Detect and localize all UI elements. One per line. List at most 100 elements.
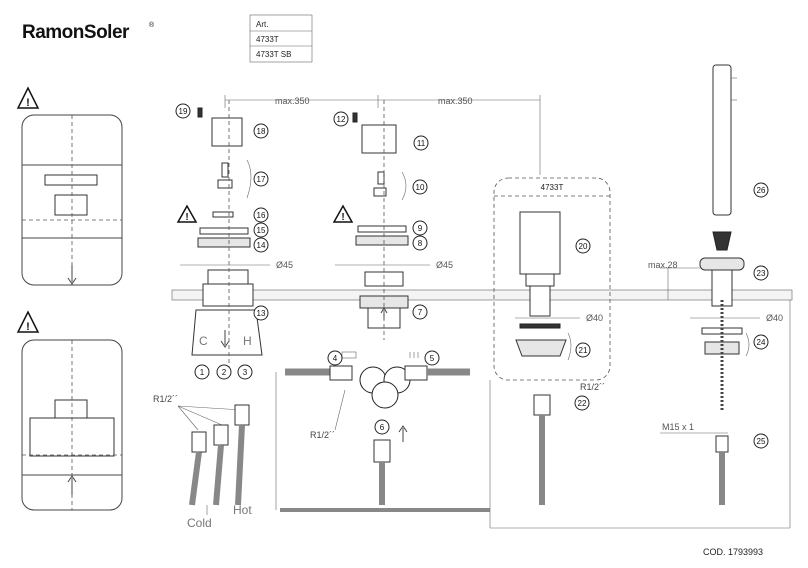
warning-icon-glyph: ! — [26, 321, 30, 333]
hot-label: Hot — [233, 503, 252, 517]
callout-circle — [253, 222, 269, 238]
part-callout-16: 16 — [253, 207, 269, 223]
callout-circle — [237, 364, 253, 380]
part-callout-11: 11 — [413, 135, 429, 151]
callout-number: 4 — [333, 354, 338, 363]
callout-number: 15 — [257, 226, 266, 235]
callout-circle — [753, 334, 769, 350]
thread-r12-right: R1/2´´ — [580, 382, 605, 392]
part-callout-25: 25 — [753, 433, 769, 449]
callout-circle — [253, 237, 269, 253]
callout-circle — [412, 179, 428, 195]
callout-number: 10 — [416, 183, 425, 192]
mixer-valve-assembly: Ø45 C H ! — [176, 100, 293, 370]
registered-mark: ® — [149, 21, 155, 29]
instruction-panel-top: ! — [16, 86, 123, 286]
callout-circle — [253, 207, 269, 223]
article-row-4733t-sb: 4733T SB — [256, 50, 291, 59]
cold-letter: C — [199, 334, 208, 348]
dim-dia45-left: Ø45 — [276, 260, 293, 270]
dimension-max350: max.350 max.350 — [224, 95, 541, 175]
spout-group: 4733T Ø40 — [493, 177, 611, 381]
callout-number: 9 — [418, 224, 423, 233]
callout-circle — [253, 171, 269, 187]
group-label: 4733T — [541, 183, 564, 192]
part-callout-24: 24 — [753, 334, 769, 350]
callout-circle — [327, 350, 343, 366]
down-arrow-icon — [220, 330, 230, 348]
callout-number: 20 — [579, 242, 588, 251]
part-callout-7: 7 — [412, 304, 428, 320]
callout-number: 6 — [380, 423, 385, 432]
part-callout-18: 18 — [253, 123, 269, 139]
part-callout-19: 19 — [175, 103, 191, 119]
dim-dia40-center: Ø40 — [586, 313, 603, 323]
callout-number: 14 — [257, 241, 266, 250]
callout-circle — [333, 111, 349, 127]
part-callout-13: 13 — [253, 305, 269, 321]
callout-circle — [175, 103, 191, 119]
callout-circle — [412, 220, 428, 236]
document-code: COD. 1793993 — [703, 547, 763, 557]
thread-r12-center: R1/2´´ — [310, 430, 335, 440]
cold-label: Cold — [187, 516, 212, 530]
warning-icon — [332, 204, 354, 223]
callout-circle — [253, 123, 269, 139]
callout-circle — [753, 433, 769, 449]
callout-circle — [575, 342, 591, 358]
callout-circle — [194, 364, 210, 380]
warning-icon — [16, 310, 40, 333]
part-callout-4: 4 — [327, 350, 343, 366]
callout-circle — [753, 182, 769, 198]
part-callout-3: 3 — [237, 364, 253, 380]
callout-number: 25 — [757, 437, 766, 446]
callout-number: 8 — [418, 239, 423, 248]
callout-circle — [412, 304, 428, 320]
part-callout-12: 12 — [333, 111, 349, 127]
deck-surface — [171, 289, 793, 301]
callout-number: 7 — [418, 308, 423, 317]
hand-shower-assembly: max.28 Ø40 M15 x 1 — [648, 64, 783, 505]
warning-icon-glyph: ! — [185, 212, 188, 223]
part-callout-2: 2 — [216, 364, 232, 380]
article-table: Art. 4733T 4733T SB — [249, 14, 313, 63]
warning-icon — [176, 204, 198, 223]
instruction-panel-bottom: ! — [16, 310, 123, 511]
part-callout-14: 14 — [253, 237, 269, 253]
callout-number: 19 — [179, 107, 188, 116]
dim-m15: M15 x 1 — [662, 422, 694, 432]
hot-letter: H — [243, 334, 252, 348]
callout-number: 16 — [257, 211, 266, 220]
brand-logo: RamonSoler — [22, 22, 130, 43]
callout-circle — [216, 364, 232, 380]
article-table-header: Art. — [256, 20, 268, 29]
callout-number: 18 — [257, 127, 266, 136]
part-callout-15: 15 — [253, 222, 269, 238]
part-callout-8: 8 — [412, 235, 428, 251]
inlet-hoses: R1/2´´ Cold Hot — [153, 394, 252, 530]
part-callout-17: 17 — [253, 171, 269, 187]
callout-number: 23 — [757, 269, 766, 278]
callout-number: 2 — [222, 368, 227, 377]
dim-dia40-right: Ø40 — [766, 313, 783, 323]
callout-number: 5 — [430, 354, 435, 363]
callout-number: 17 — [257, 175, 266, 184]
dim-max350-left: max.350 — [275, 96, 310, 106]
callout-circle — [574, 395, 590, 411]
spout-supply: R1/2´´ — [533, 382, 605, 505]
diverter-inlets: R1/2´´ — [285, 351, 470, 505]
dim-max28: max.28 — [648, 260, 678, 270]
part-callout-9: 9 — [412, 220, 428, 236]
article-row-4733t: 4733T — [256, 35, 279, 44]
up-arrow-icon — [67, 475, 77, 495]
diverter-assembly: Ø45 ! — [332, 100, 453, 340]
callout-circle — [413, 135, 429, 151]
warning-icon — [16, 86, 40, 109]
callout-circle — [253, 305, 269, 321]
up-arrow-icon — [398, 425, 408, 442]
part-callout-20: 20 — [575, 238, 591, 254]
thread-r12-left: R1/2´´ — [153, 394, 178, 404]
part-callout-6: 6 — [374, 419, 390, 435]
